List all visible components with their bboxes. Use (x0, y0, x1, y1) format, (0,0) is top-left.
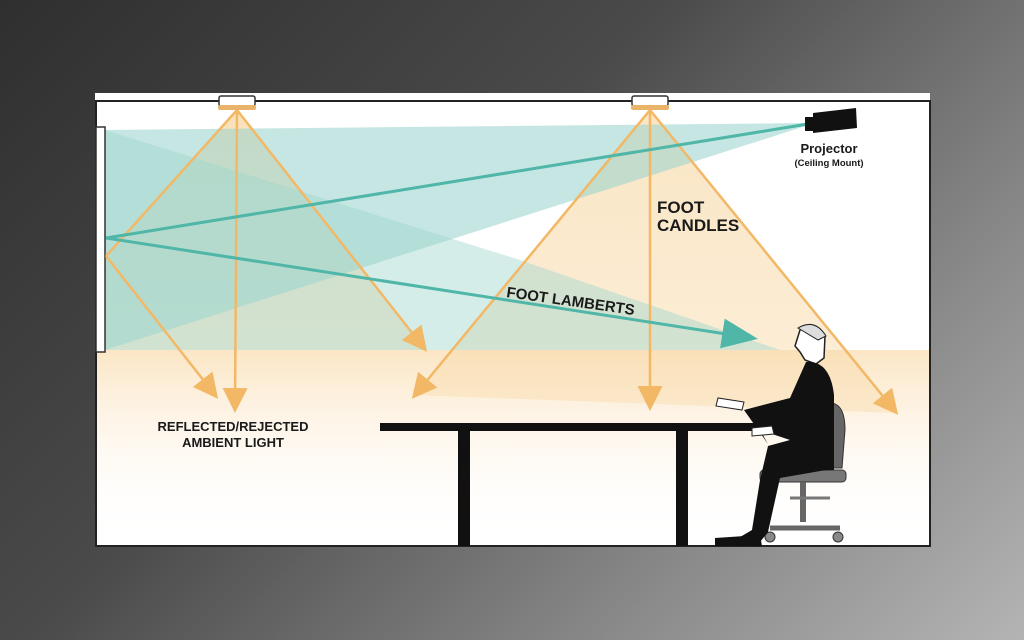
ambient-light-label-line2: AMBIENT LIGHT (182, 435, 284, 450)
ceiling-light-icon (218, 95, 256, 110)
ambient-light-label-line1: REFLECTED/REJECTED (158, 419, 309, 434)
projector-beam (105, 123, 815, 350)
foot-candles-label-line1: FOOT (657, 198, 705, 217)
projector-label: Projector (800, 141, 857, 156)
foot-lamberts-ray (105, 236, 758, 349)
screen-icon (95, 126, 106, 353)
projector-icon (805, 108, 857, 133)
reflected-beam (105, 130, 780, 350)
table-icon (380, 423, 762, 546)
light-cone-right (415, 110, 895, 413)
ceiling-light-icon (631, 95, 669, 110)
foot-candles-label-line2: CANDLES (657, 216, 739, 235)
projector-mount-label: (Ceiling Mount) (794, 158, 863, 169)
projector-ray (105, 122, 809, 240)
person-icon (715, 323, 834, 546)
